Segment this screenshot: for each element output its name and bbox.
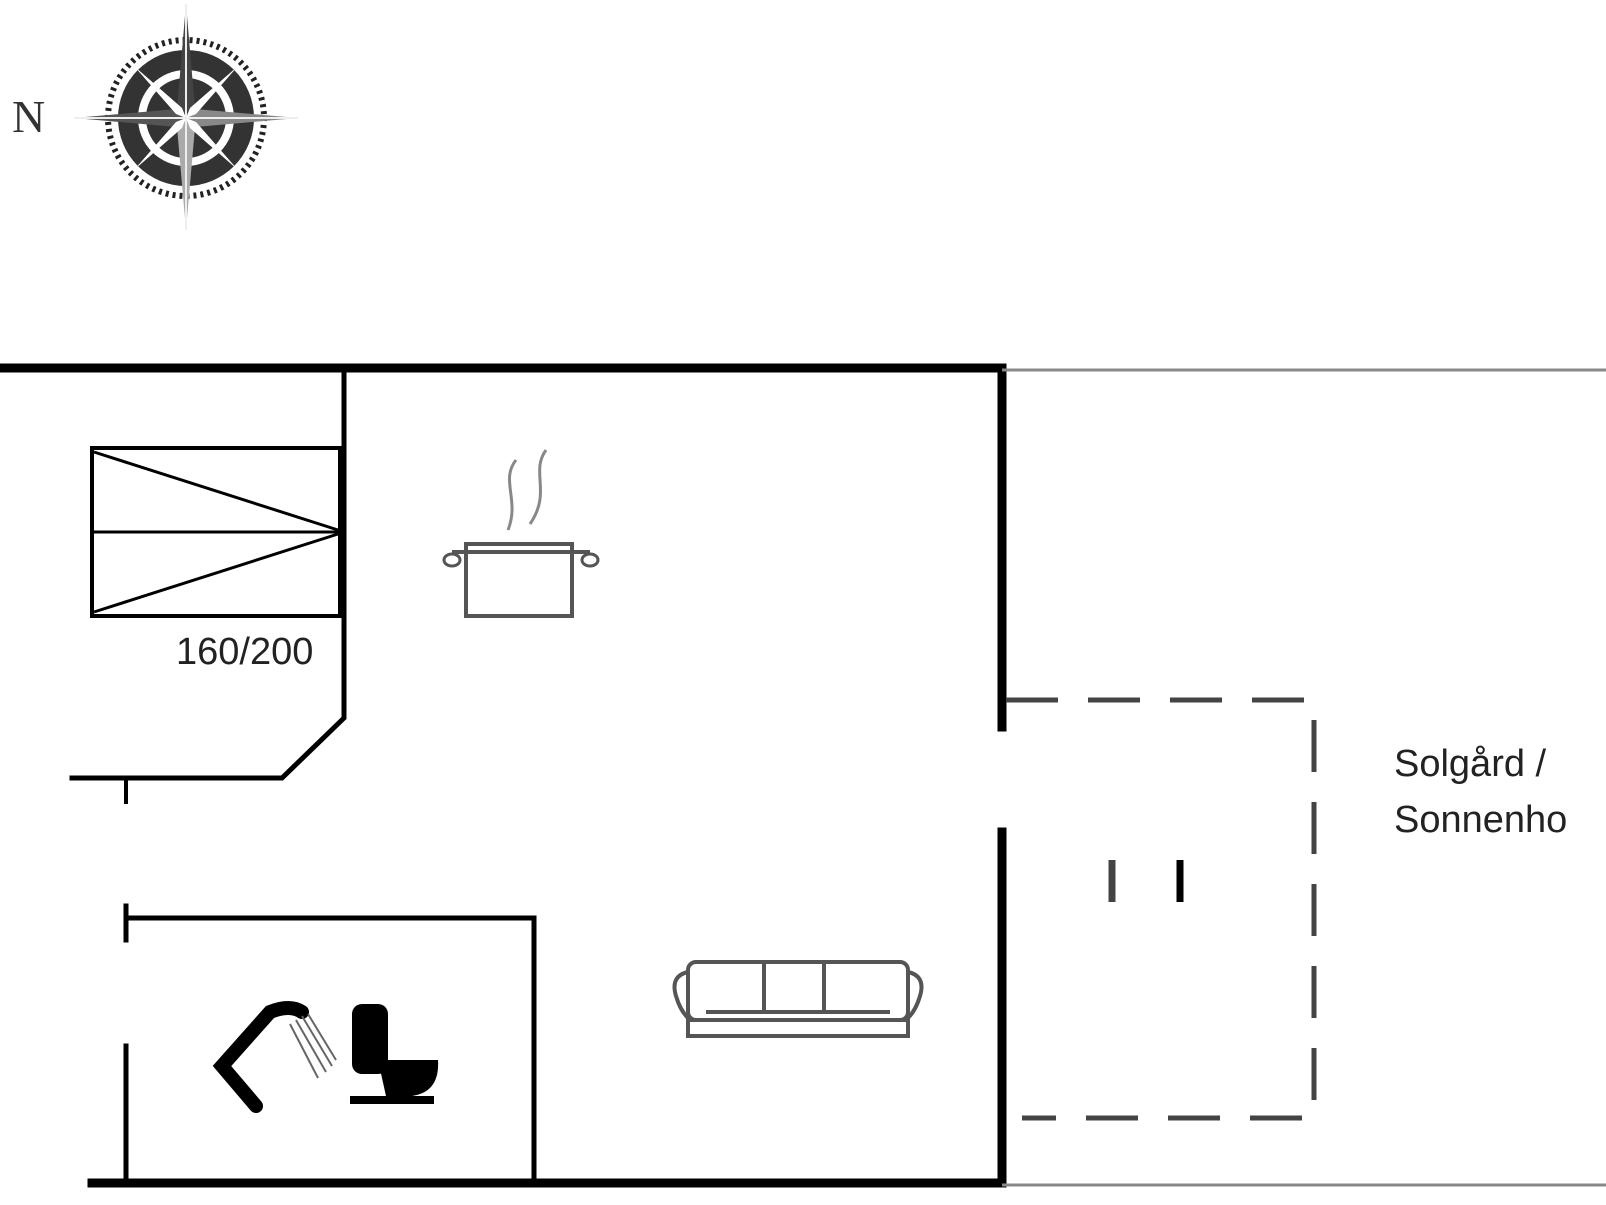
terrace-label-line2: Sonnenho [1394, 799, 1567, 841]
terrace-label-line1: Solgård / [1394, 743, 1547, 785]
double-bed-icon [90, 446, 342, 618]
walls [0, 363, 1606, 1188]
north-label: N [12, 91, 45, 142]
garden-chairs-icon [1108, 860, 1184, 902]
cooking-pot-icon [442, 449, 600, 618]
terrace-outline [1006, 697, 1317, 1121]
sofa-icon [672, 960, 924, 1038]
bathroom-wall [123, 915, 537, 1186]
compass-rose-icon [74, 4, 298, 230]
bedroom-wall [69, 369, 347, 781]
toilet-icon [350, 1004, 439, 1104]
shower-icon [212, 1001, 337, 1113]
bed-size-label: 160/200 [176, 631, 313, 673]
compass: N [12, 4, 298, 230]
